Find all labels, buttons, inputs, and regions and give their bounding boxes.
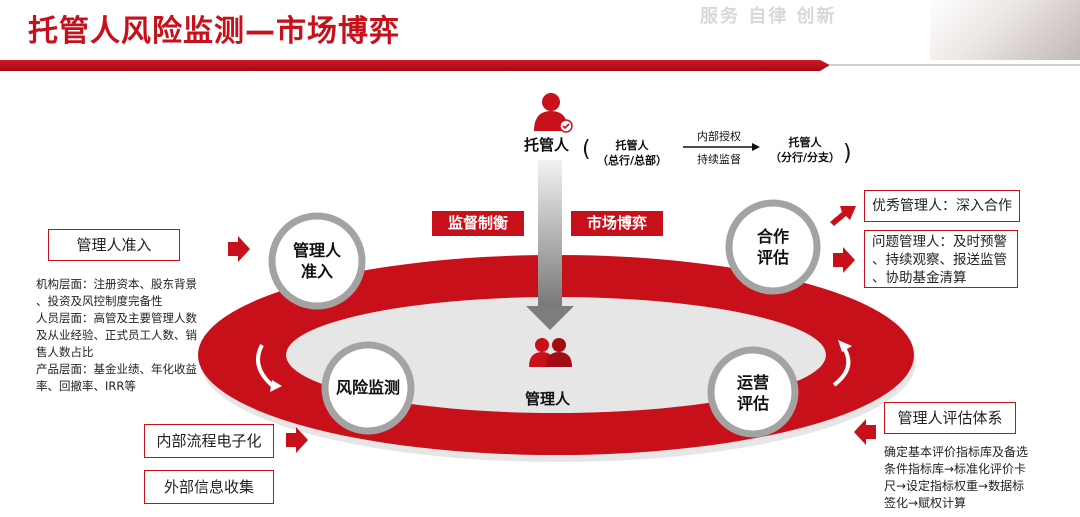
arrow-to-excellent-icon [830,206,856,226]
admission-criteria: 机构层面：注册资本、股东背景 、投资及风控制度完备性 人员层面：高管及主要管理人… [36,276,222,395]
supervision-tag: 监督制衡 [432,211,524,236]
internal-process-box: 内部流程电子化 [144,424,274,458]
external-info-box: 外部信息收集 [144,470,274,504]
evaluation-system-box: 管理人评估体系 [884,402,1016,434]
arrow-from-evaluation-icon [854,419,876,445]
custodian-icon [534,93,572,132]
internal-auth-label: 内部授权 [684,129,754,144]
custodian-label: 托管人 [524,134,569,155]
arrow-to-problem-icon [833,247,855,273]
market-game-tag: 市场博弈 [571,211,663,236]
circle-risk-monitor: 风险监测 [328,377,408,398]
circle-admission: 管理人 准入 [277,240,357,282]
circle-cooperation: 合作 评估 [733,226,813,268]
arrow-to-admission-icon [228,236,250,262]
branch-label: 托管人 （分行/分支） [766,135,844,165]
continuous-supervision-label: 持续监督 [684,152,754,167]
paren-right: ) [843,141,852,166]
admission-box: 管理人准入 [48,229,180,261]
manager-label: 管理人 [525,388,570,409]
circle-operation: 运营 评估 [713,372,793,414]
paren-left: ( [582,137,591,162]
gray-arrow-shaft [538,160,562,308]
excellent-manager-box: 优秀管理人：深入合作 [864,190,1020,222]
header-band [0,60,830,71]
evaluation-desc: 确定基本评价指标库及备选 条件指标库→标准化评价卡 尺→设定指标权重→数据标 签… [884,444,1074,512]
head-office-label: 托管人 （总行/总部） [593,138,671,168]
problem-manager-box: 问题管理人：及时预警 、持续观察、报送监管 、协助基金清算 [864,230,1018,288]
authorization-arrow-head [752,143,760,151]
